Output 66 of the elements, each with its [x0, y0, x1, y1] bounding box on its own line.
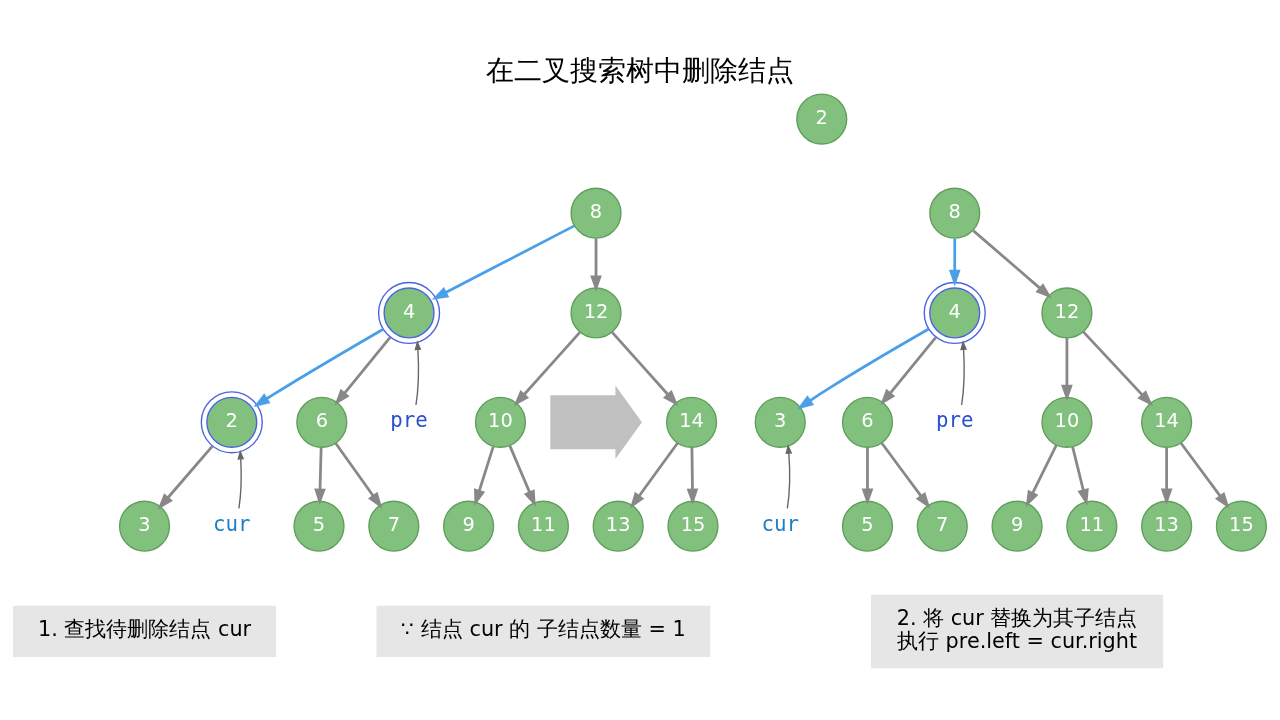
- arrow: [1179, 442, 1230, 509]
- arrow: [611, 331, 679, 407]
- arrow: [474, 446, 495, 506]
- node-circle: 3: [118, 500, 171, 552]
- node-circle: 10: [1041, 396, 1093, 448]
- node-circle: 4: [923, 281, 986, 345]
- node-circle: 15: [667, 500, 719, 552]
- arrow: [880, 336, 937, 406]
- node-circle: 9: [991, 500, 1043, 552]
- arrow: [960, 340, 967, 406]
- node-circle: 7: [368, 500, 420, 552]
- node-circle: 4: [377, 281, 441, 345]
- arrow: [334, 336, 392, 406]
- node-circle: 15: [1215, 500, 1268, 552]
- node-circle: 2: [200, 391, 263, 454]
- node-text: pre: [390, 408, 428, 433]
- node-circle: 5: [293, 500, 345, 552]
- node-circle: 3: [754, 396, 806, 448]
- arrow: [861, 447, 874, 506]
- node-circle: 11: [1066, 500, 1118, 552]
- node-circle: 13: [592, 500, 644, 552]
- arrow: [785, 444, 793, 510]
- node-box: ∵ 结点 cur 的 子结点数量 = 1: [376, 605, 711, 658]
- arrow: [796, 327, 930, 410]
- arrow: [253, 328, 384, 408]
- arrow: [686, 447, 699, 506]
- arrow: [1071, 446, 1089, 506]
- arrow: [237, 449, 245, 510]
- node-text: cur: [213, 512, 251, 537]
- node-box: 1. 查找待删除结点 cur: [12, 605, 277, 658]
- node-circle: 13: [1141, 500, 1193, 552]
- node-circle: 14: [665, 396, 718, 448]
- node-text: pre: [935, 408, 974, 433]
- arrow: [157, 445, 214, 510]
- node-circle: 9: [443, 500, 495, 552]
- node-box: 2. 将 cur 替换为其子结点 执行 pre.left = cur.right: [870, 594, 1164, 669]
- diagram-title: 在二叉搜索树中删除结点: [486, 54, 794, 88]
- node-circle: 8: [929, 187, 981, 239]
- node-circle: 6: [296, 396, 348, 448]
- arrow: [431, 224, 575, 300]
- node-circle: 8: [570, 187, 622, 239]
- arrow: [513, 331, 581, 407]
- arrow: [1082, 330, 1153, 407]
- node-arrow: [550, 385, 642, 460]
- node-circle: 10: [474, 396, 527, 448]
- arrow: [972, 229, 1052, 299]
- arrow: [508, 445, 536, 507]
- node-circle: 11: [517, 500, 570, 552]
- node-circle: 7: [916, 500, 968, 552]
- arrow: [314, 447, 326, 506]
- node-circle: 14: [1141, 396, 1193, 448]
- arrow: [590, 238, 602, 293]
- arrow: [1025, 444, 1058, 508]
- node-circle: 5: [841, 500, 894, 552]
- node-text: cur: [761, 512, 799, 537]
- node-circle: 6: [841, 396, 894, 448]
- node-circle: 12: [1041, 287, 1093, 339]
- arrow: [880, 442, 931, 509]
- arrow: [414, 340, 422, 406]
- arrow: [334, 442, 383, 509]
- arrow: [629, 442, 679, 509]
- arrow: [1061, 337, 1073, 402]
- node-circle: 2: [796, 93, 848, 145]
- arrow: [1160, 447, 1173, 506]
- node-circle: 12: [570, 287, 622, 339]
- arrow: [948, 238, 961, 287]
